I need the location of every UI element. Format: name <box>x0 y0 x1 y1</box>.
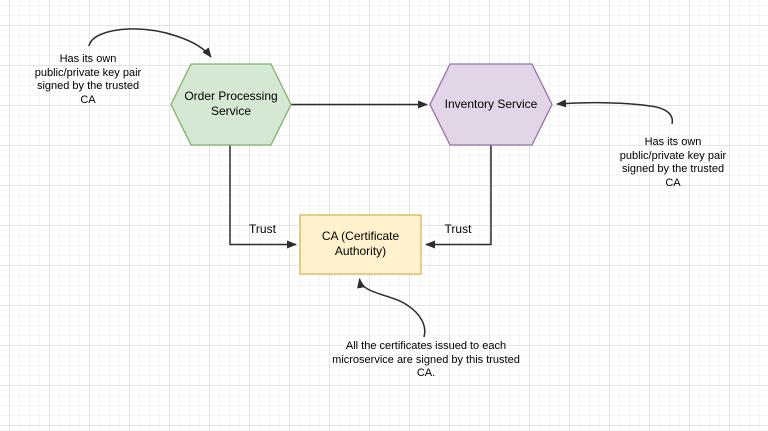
annotation-arrow-left[interactable] <box>88 28 212 58</box>
annotation-arrow-bottom[interactable] <box>357 278 426 338</box>
node-ca-shape[interactable] <box>299 214 422 275</box>
annotation-text-bottom[interactable]: All the certificates issued to each micr… <box>332 340 520 379</box>
edge-order-to-ca[interactable] <box>229 145 297 249</box>
node-ca-label[interactable]: CA (Certificate Authority) <box>321 229 400 258</box>
node-inventory-shape[interactable] <box>429 63 553 146</box>
annotation-text-left[interactable]: Has its own public/private key pair sign… <box>34 53 142 106</box>
edge-label-trust-right[interactable]: Trust <box>444 222 472 236</box>
node-order-processing-label[interactable]: Order Processing Service <box>184 89 278 118</box>
annotation-text-right[interactable]: Has its own public/private key pair sign… <box>619 136 727 189</box>
edge-inventory-to-ca[interactable] <box>425 143 492 249</box>
edge-label-trust-left[interactable]: Trust <box>249 222 276 236</box>
node-inventory-label[interactable]: Inventory Service <box>444 97 538 111</box>
annotation-arrow-right[interactable] <box>556 99 674 125</box>
node-order-processing-shape[interactable] <box>170 63 292 146</box>
